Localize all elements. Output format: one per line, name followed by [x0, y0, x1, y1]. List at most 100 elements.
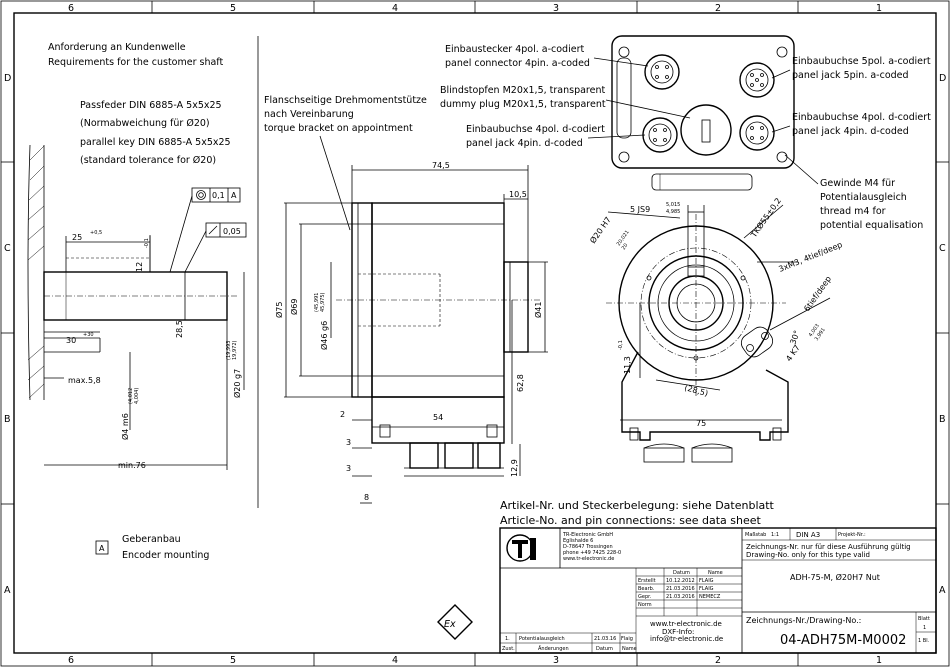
dim-d46-g6: Ø46 g6 — [319, 321, 329, 350]
dim-d20-tol-lower: 19,972) — [232, 341, 238, 360]
tolerance-frame-runout: 0,05 — [205, 222, 247, 238]
col-label-1: 1 — [876, 3, 882, 14]
dim-min-76: min.76 — [118, 461, 146, 470]
c5-de: Einbaubuchse 4pol. d-codiert — [792, 112, 931, 123]
m4-line1: Gewinde M4 für — [820, 178, 895, 189]
footer-email: info@tr-electronic.de — [650, 635, 723, 643]
dim-d4-m6: Ø4 m6 — [120, 413, 130, 440]
col-label-6: 6 — [68, 3, 74, 14]
dim-d46-tol-upper: (45,991 — [314, 293, 320, 312]
connector-a-5pin — [739, 62, 775, 98]
dim-d46-tol-lower: 45,975) — [320, 293, 326, 312]
dim-4-k7: 4 K7 — [784, 343, 802, 363]
row0-label: Erstellt — [638, 578, 656, 584]
key-spec-line4: (standard tolerance for Ø20) — [80, 155, 216, 166]
format-value: DIN A3 — [796, 531, 820, 539]
article-note-de: Artikel-Nr. und Steckerbelegung: siehe D… — [500, 499, 775, 512]
dim-d75: Ø75 — [274, 302, 284, 318]
sheet-label: Blatt — [918, 616, 930, 622]
tol1-value: 0,1 — [212, 191, 225, 200]
c4-de: Einbaubuchse 5pol. a-codiert — [792, 56, 931, 67]
row0-name: FLAIG — [699, 578, 714, 584]
key-spec-line1: Passfeder DIN 6885-A 5x5x25 — [80, 100, 222, 111]
dim-d20-tol-upper: (19,993 — [226, 341, 232, 360]
torque-bracket-text: Flanschseitige Drehmomentstütze nach Ver… — [264, 95, 427, 134]
dim-12-9: 12,9 — [510, 459, 519, 477]
connector-leaders — [587, 57, 819, 185]
valid-en: Drawing-No. only for this type valid — [746, 551, 870, 559]
encoder-front-view — [606, 214, 789, 463]
dim-6tief: 6tief/deep — [802, 274, 833, 313]
row1-label: Bearb. — [638, 586, 655, 592]
connector-d-4pin-right — [739, 115, 775, 151]
mount-en: Encoder mounting — [122, 550, 209, 561]
shaft-dimensions — [44, 195, 245, 470]
shaft-title-en: Requirements for the customer shaft — [48, 57, 223, 68]
rev-zust: Zust. — [502, 646, 515, 652]
drawno-label: Zeichnungs-Nr./Drawing-No.: — [746, 616, 861, 625]
row2-label: Gepr. — [638, 594, 652, 600]
row-label-b: B — [4, 414, 11, 425]
encoder-side-dim-text: 74,5 10,5 Ø75 Ø69 Ø46 g6 (45,991 45,975)… — [274, 161, 543, 502]
rev-name-head: Name — [622, 646, 637, 652]
dummy-plug — [680, 104, 732, 156]
dim-62-8: 62,8 — [516, 374, 525, 392]
row-label-b-right: B — [939, 414, 946, 425]
customer-shaft-drawing — [27, 144, 238, 401]
col-label-3-bottom: 3 — [553, 655, 559, 666]
rev-name: Flaig — [621, 636, 633, 642]
dim-74-5: 74,5 — [432, 161, 450, 170]
c1-en: panel connector 4pin. a-coded — [445, 58, 590, 69]
dim-d20-g7: Ø20 g7 — [232, 369, 242, 398]
dim-tk55: TKØ55±0,2 — [748, 196, 783, 240]
row-label-c: C — [4, 243, 11, 254]
shaft-title-de: Anforderung an Kundenwelle — [48, 42, 186, 53]
dim-30: 30 — [66, 336, 76, 345]
col-label-1-bottom: 1 — [876, 655, 882, 666]
dim-max-5-8: max.5,8 — [68, 376, 101, 385]
dim-3b: 3 — [346, 464, 351, 473]
dim-d41: Ø41 — [533, 302, 543, 318]
notes: Artikel-Nr. und Steckerbelegung: siehe D… — [95, 499, 775, 561]
col-label-2: 2 — [715, 3, 721, 14]
tol1-ref: A — [231, 191, 237, 200]
col-label-2-bottom: 2 — [715, 655, 721, 666]
dim-d69: Ø69 — [289, 299, 299, 315]
dim-3a: 3 — [346, 438, 351, 447]
col-label-4-bottom: 4 — [392, 655, 398, 666]
dim-28-5: 28,5 — [175, 320, 184, 338]
scale-value: 1:1 — [771, 532, 779, 538]
dim-d4-tol-upper: (4,012 — [128, 388, 134, 404]
rev-aend: Änderungen — [538, 645, 569, 652]
m4-line3: thread m4 for — [820, 206, 886, 217]
row-label-d: D — [4, 73, 11, 84]
title-block: TR-Electronic GmbH Eglishalde 6 D-78647 … — [499, 527, 937, 654]
connector-d-4pin-left — [642, 117, 678, 153]
rev-datum: Datum — [596, 646, 613, 652]
sheet-of: 1 Bl. — [918, 638, 930, 644]
col-label-4: 4 — [392, 3, 398, 14]
col-label-5-bottom: 5 — [230, 655, 236, 666]
m4-line4: potential equalisation — [820, 220, 923, 231]
c5-en: panel jack 4pin. d-coded — [792, 126, 909, 137]
row3-label: Norm — [638, 602, 652, 608]
connector-view — [611, 35, 795, 191]
mount-ref-letter: A — [99, 544, 105, 553]
dim-25-tol: +0,5 — [90, 230, 102, 236]
dim-js9-tol-upper: 5,015 — [666, 202, 680, 208]
encoder-side-dimensions — [284, 165, 548, 504]
atex-ex-symbol: Ex — [437, 604, 473, 640]
dim-11-3-tol: -0,1 — [618, 340, 624, 350]
dim-js9-tol-lower: 4,985 — [666, 209, 680, 215]
c2-en: dummy plug M20x1,5, transparent — [440, 99, 606, 110]
c4-en: panel jack 5pin. a-coded — [792, 70, 909, 81]
dim-30-deg: 30° — [788, 329, 801, 345]
col-name: Name — [708, 570, 723, 576]
row1-date: 21.03.2016 — [666, 586, 695, 592]
rev-no: 1. — [505, 636, 510, 642]
grid-labels: 6 5 4 3 2 1 6 5 4 3 2 1 D C B A D C B A — [4, 3, 946, 666]
dim-h7-tol-lower: 20 — [621, 242, 630, 251]
footer-web: www.tr-electronic.de — [650, 620, 722, 628]
dim-11-3: 11,3 — [623, 356, 632, 374]
